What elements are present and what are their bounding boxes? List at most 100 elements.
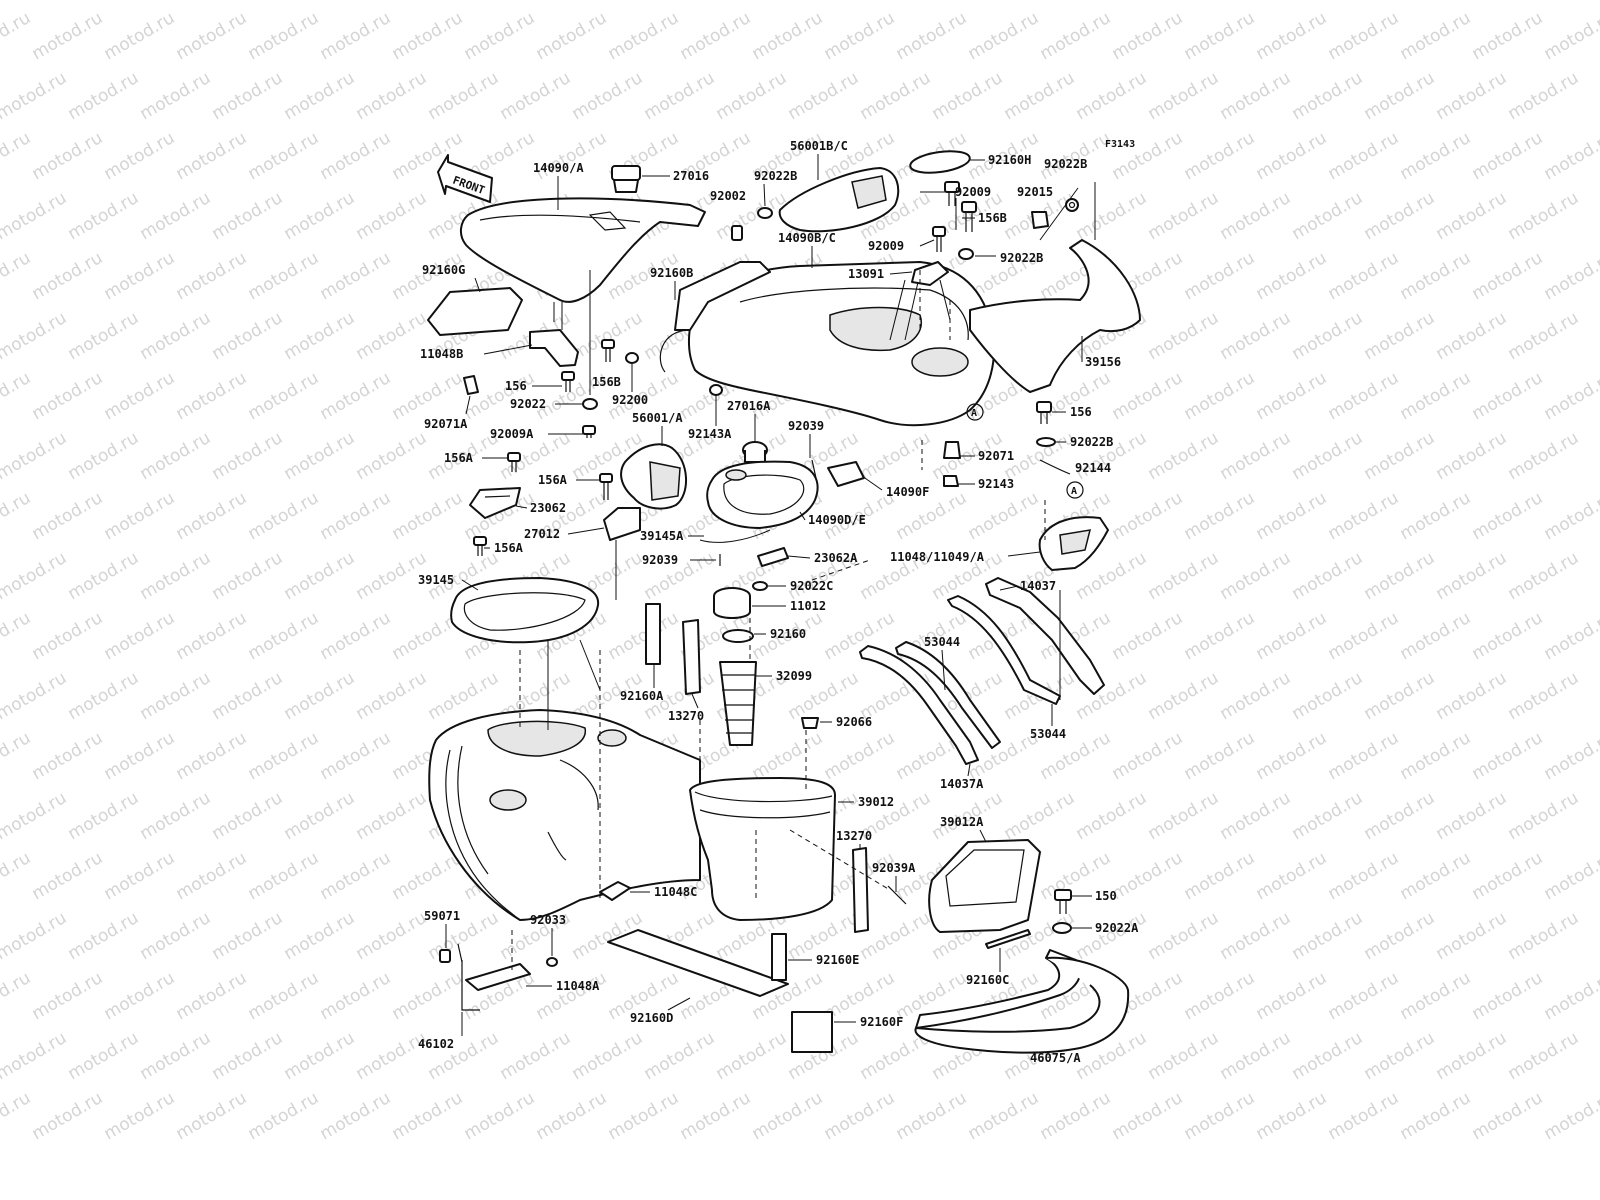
watermark-text: motod.ru (0, 188, 70, 244)
watermark-text: motod.ru (137, 788, 215, 844)
callout-14037: 14037 (1020, 579, 1056, 593)
callout-27016: 27016 (673, 169, 709, 183)
callout-92160h: 92160H (988, 153, 1031, 167)
callout-92071: 92071 (978, 449, 1014, 463)
watermark-text: motod.ru (1181, 248, 1259, 304)
diagram-code: F3143 (1105, 139, 1135, 150)
watermark-text: motod.ru (1145, 548, 1223, 604)
watermark-text: motod.ru (1361, 788, 1439, 844)
watermark-text: motod.ru (1109, 728, 1187, 784)
watermark-text: motod.ru (713, 68, 791, 124)
watermark-text: motod.ru (1397, 248, 1475, 304)
watermark-text: motod.ru (1001, 0, 1079, 4)
watermark-text: motod.ru (1217, 68, 1295, 124)
watermark-text: motod.ru (1469, 1088, 1547, 1144)
watermark-text: motod.ru (101, 848, 179, 904)
callout-92160f: 92160F (860, 1015, 903, 1029)
watermark-text: motod.ru (0, 308, 70, 364)
callout-92039-2: 92039 (642, 553, 678, 567)
watermark-text: motod.ru (0, 1088, 34, 1144)
watermark-text: motod.ru (1325, 368, 1403, 424)
watermark-text: motod.ru (101, 128, 179, 184)
watermark-text: motod.ru (1433, 788, 1511, 844)
watermark-text: motod.ru (65, 548, 143, 604)
watermark-text: motod.ru (1433, 0, 1511, 4)
watermark-text: motod.ru (245, 608, 323, 664)
pad-92160g (427, 287, 523, 336)
watermark-text: motod.ru (1181, 848, 1259, 904)
callout-32099: 32099 (776, 669, 812, 683)
watermark-text: motod.ru (497, 1028, 575, 1084)
watermark-text: motod.ru (1433, 308, 1511, 364)
watermark-text: motod.ru (65, 68, 143, 124)
storage-bin-39012 (689, 777, 836, 921)
watermark-text: motod.ru (1145, 188, 1223, 244)
plate-92160f (791, 1011, 833, 1053)
watermark-text: motod.ru (101, 488, 179, 544)
watermark-text: motod.ru (389, 488, 467, 544)
watermark-text: motod.ru (101, 1088, 179, 1144)
callout-92144: 92144 (1075, 461, 1111, 475)
watermark-text: motod.ru (0, 848, 34, 904)
watermark-text: motod.ru (1397, 608, 1475, 664)
watermark-text: motod.ru (209, 188, 287, 244)
callout-92160: 92160 (770, 627, 806, 641)
callout-92200: 92200 (612, 393, 648, 407)
watermark-text: motod.ru (1253, 488, 1331, 544)
callout-92160g: 92160G (422, 263, 465, 277)
watermark-text: motod.ru (65, 308, 143, 364)
watermark-text: motod.ru (245, 128, 323, 184)
hinge-23062a (757, 547, 789, 567)
callout-13091: 13091 (848, 267, 884, 281)
watermark-text: motod.ru (1181, 368, 1259, 424)
watermark-text: motod.ru (353, 68, 431, 124)
callout-92039-1: 92039 (788, 419, 824, 433)
watermark-text: motod.ru (1469, 728, 1547, 784)
watermark-text: motod.ru (245, 848, 323, 904)
callout-56001-a: 56001/A (632, 411, 683, 425)
tray-39012a (928, 839, 1041, 933)
callout-14037a: 14037A (940, 777, 984, 791)
watermark-text: motod.ru (1181, 488, 1259, 544)
watermark-text: motod.ru (353, 668, 431, 724)
watermark-text: motod.ru (173, 248, 251, 304)
watermark-text: motod.ru (1361, 668, 1439, 724)
callout-23062a: 23062A (814, 551, 858, 565)
watermark-text: motod.ru (1289, 68, 1367, 124)
watermark-text: motod.ru (1253, 128, 1331, 184)
knob-27016a (742, 441, 768, 463)
callout-14090-a: 14090/A (533, 161, 584, 175)
watermark-text: motod.ru (1145, 668, 1223, 724)
pad-92160h (909, 150, 971, 174)
watermark-text: motod.ru (1145, 308, 1223, 364)
callout-11048-11049-a: 11048/11049/A (890, 550, 985, 564)
watermark-text: motod.ru (821, 8, 899, 64)
watermark-text: motod.ru (101, 968, 179, 1024)
watermark-text: motod.ru (569, 1028, 647, 1084)
watermark-text: motod.ru (1541, 248, 1600, 304)
watermark-text: motod.ru (65, 428, 143, 484)
callout-156a-3: 156A (494, 541, 524, 555)
callout-92022b-4: 92022B (1070, 435, 1113, 449)
watermark-text: motod.ru (1289, 0, 1367, 4)
callout-92066: 92066 (836, 715, 872, 729)
watermark-text: motod.ru (1217, 0, 1295, 4)
callout-92143a: 92143A (688, 427, 732, 441)
callout-13270-1: 13270 (668, 709, 704, 723)
callout-92143: 92143 (978, 477, 1014, 491)
watermark-text: motod.ru (533, 1088, 611, 1144)
watermark-layer: motod.rumotod.rumotod.rumotod.rumotod.ru… (0, 0, 1600, 1144)
watermark-text: motod.ru (1469, 488, 1547, 544)
watermark-text: motod.ru (281, 68, 359, 124)
watermark-text: motod.ru (101, 608, 179, 664)
section-marker-1: A (971, 408, 977, 419)
watermark-text: motod.ru (641, 1028, 719, 1084)
callout-56001b-c: 56001B/C (790, 139, 848, 153)
watermark-text: motod.ru (0, 248, 34, 304)
watermark-text: motod.ru (1325, 728, 1403, 784)
watermark-text: motod.ru (569, 68, 647, 124)
watermark-text: motod.ru (1505, 428, 1583, 484)
watermark-text: motod.ru (281, 188, 359, 244)
mirror-right (778, 167, 900, 233)
callout-11012: 11012 (790, 599, 826, 613)
